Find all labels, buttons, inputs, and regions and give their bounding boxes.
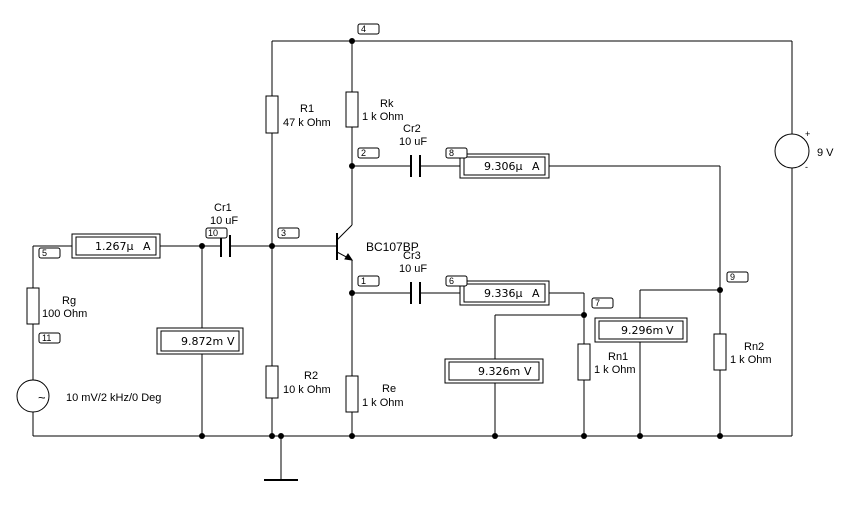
cr1-value: 10 uF (210, 215, 238, 227)
node-8: 8 (449, 148, 454, 158)
voltmeter-collector-unit: V (666, 324, 674, 337)
r2-value: 10 k Ohm (283, 384, 331, 396)
wires (32, 40, 793, 480)
ammeter-emitter-unit: A (532, 287, 540, 300)
node-2: 2 (361, 148, 366, 158)
rn1-value: 1 k Ohm (594, 364, 636, 376)
rk-name: Rk (380, 98, 394, 110)
cr2-name: Cr2 (403, 123, 421, 135)
node-11: 11 (42, 333, 51, 343)
source-value: 10 mV/2 kHz/0 Deg (66, 392, 161, 404)
node-4: 4 (361, 24, 366, 34)
node-5: 5 (42, 248, 47, 258)
rg-name: Rg (62, 295, 76, 307)
voltmeter-emitter-value: 9.326m (478, 365, 520, 378)
node-10: 10 (208, 228, 218, 238)
re-value: 1 k Ohm (362, 397, 404, 409)
ammeter-input-value: 1.267μ (95, 240, 134, 253)
capacitor-cr1[interactable] (220, 235, 231, 257)
resistor-rn1[interactable] (577, 343, 591, 381)
node-labels (38, 23, 749, 344)
ammeter-collector[interactable]: 9.306μ A (459, 152, 550, 179)
resistor-rg[interactable] (26, 287, 40, 325)
capacitor-cr2[interactable] (410, 155, 421, 177)
voltmeter-collector[interactable]: 9.296m V (594, 317, 688, 343)
cr3-value: 10 uF (399, 263, 427, 275)
node-7: 7 (595, 298, 600, 308)
capacitor-cr3[interactable] (410, 282, 421, 304)
rn2-value: 1 k Ohm (730, 354, 772, 366)
transistor-bc107bp[interactable] (336, 224, 354, 261)
cr1-name: Cr1 (214, 202, 232, 214)
node-3: 3 (281, 228, 286, 238)
junctions (199, 38, 723, 439)
resistor-re[interactable] (345, 375, 359, 413)
ac-source-symbol: ~ (38, 390, 46, 405)
voltmeter-emitter-unit: V (524, 365, 532, 378)
cr2-value: 10 uF (399, 136, 427, 148)
node-6: 6 (449, 276, 454, 286)
cr3-name: Cr3 (403, 250, 421, 262)
ammeter-collector-value: 9.306μ (484, 160, 523, 173)
node-1: 1 (361, 276, 366, 286)
ammeter-input-unit: A (143, 240, 151, 253)
ammeter-collector-unit: A (532, 160, 540, 173)
rk-value: 1 k Ohm (362, 111, 404, 123)
re-name: Re (382, 383, 396, 395)
voltmeter-collector-value: 9.296m (621, 324, 663, 337)
r1-name: R1 (300, 103, 314, 115)
rn1-name: Rn1 (608, 351, 628, 363)
voltmeter-input-value: 9.872m (181, 335, 223, 348)
battery-minus: - (805, 162, 808, 172)
ammeter-emitter[interactable]: 9.336μ A (459, 279, 550, 306)
r2-name: R2 (304, 370, 318, 382)
ammeter-input[interactable]: 1.267μ A (71, 233, 161, 259)
resistor-r1[interactable] (265, 95, 279, 134)
battery-plus: + (805, 129, 810, 139)
r1-value: 47 k Ohm (283, 117, 331, 129)
dc-battery[interactable] (774, 133, 810, 169)
resistor-rn2[interactable] (713, 333, 727, 371)
ammeter-emitter-value: 9.336μ (484, 287, 523, 300)
rg-value: 100 Ohm (42, 308, 87, 320)
voltmeter-input-unit: V (227, 335, 235, 348)
voltmeter-emitter[interactable]: 9.326m V (444, 358, 544, 384)
resistor-rk[interactable] (345, 91, 359, 128)
transistor-name: BC107BP (366, 240, 419, 254)
node-9: 9 (730, 272, 735, 282)
ac-source[interactable] (16, 379, 50, 413)
battery-value: 9 V (817, 147, 834, 159)
voltmeter-input[interactable]: 9.872m V (156, 327, 244, 355)
resistor-r2[interactable] (265, 365, 279, 399)
rn2-name: Rn2 (744, 341, 764, 353)
